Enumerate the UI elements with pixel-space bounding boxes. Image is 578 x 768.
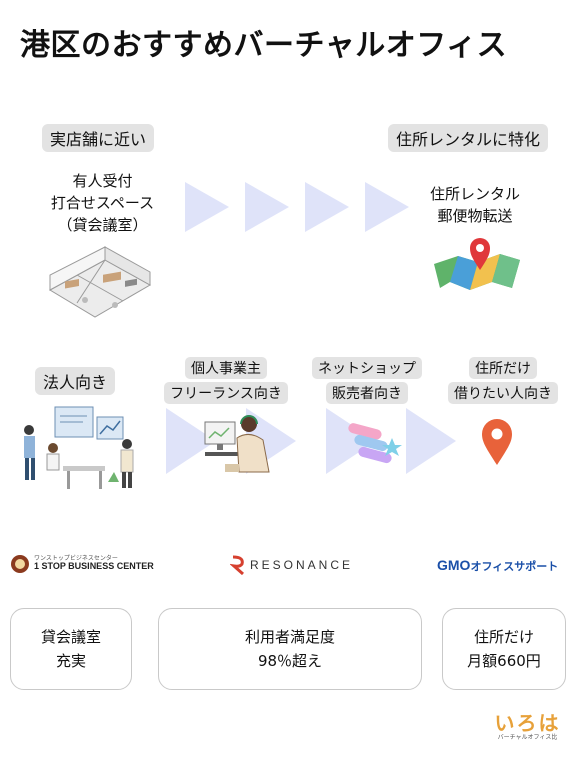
- one-stop-emblem-icon: [11, 555, 29, 573]
- brand-sub: バーチャルオフィス比: [497, 734, 558, 741]
- brand-main: いろは: [494, 711, 561, 735]
- tag-line: 住所だけ: [469, 357, 537, 379]
- features-right: 住所レンタル 郵便物転送: [420, 183, 530, 227]
- card-address-price: 住所だけ 月額660円: [442, 608, 566, 690]
- arrow-icon: [245, 182, 289, 232]
- logo-gmo-office-support: GMOオフィスサポート: [437, 555, 572, 575]
- brand-logo: いろは バーチャルオフィス比: [490, 712, 565, 742]
- tag-address-only: 住所だけ 借りたい人向き: [444, 357, 562, 404]
- logo-gmo-sub: オフィスサポート: [470, 560, 559, 573]
- logo-one-stop-business-center: ワンストップビジネスセンター 1 STOP BUSINESS CENTER: [10, 552, 154, 576]
- logo-gmo-brand: GMO: [437, 557, 471, 573]
- tag-line: 個人事業主: [185, 357, 267, 379]
- tag-line: 借りたい人向き: [448, 382, 558, 404]
- hair-clip-icon: [348, 423, 402, 464]
- tag-online-shop: ネットショップ 販売者向き: [309, 357, 425, 404]
- logo-main-text: 1 STOP BUSINESS CENTER: [34, 561, 154, 571]
- arrow-icon: [305, 182, 349, 232]
- card-line: 利用者満足度: [244, 628, 335, 646]
- resonance-mark-icon: [230, 555, 244, 575]
- feature-line: 住所レンタル: [429, 185, 520, 203]
- arrow-icon: [406, 408, 456, 474]
- feature-line: （貸会議室）: [57, 216, 148, 234]
- tag-corporate: 法人向き: [35, 367, 116, 395]
- freelancer-icon: [204, 415, 270, 473]
- features-left: 有人受付 打合せスペース （貸会議室）: [40, 170, 165, 236]
- map-pin-icon: [434, 238, 520, 290]
- card-line: 月額660円: [467, 652, 541, 670]
- card-line: 貸会議室: [40, 628, 101, 646]
- tag-line: ネットショップ: [312, 357, 422, 379]
- office-floorplan-icon: [48, 246, 152, 318]
- card-line: 充実: [55, 652, 86, 670]
- feature-line: 郵便物転送: [437, 207, 513, 225]
- business-people-icon: [24, 406, 134, 489]
- tag-near-real-store: 実店舗に近い: [42, 124, 155, 152]
- page-title: 港区のおすすめバーチャルオフィス: [20, 28, 508, 63]
- tag-line: 販売者向き: [326, 382, 408, 404]
- tag-line: フリーランス向き: [164, 382, 288, 404]
- card-line: 98％超え: [257, 652, 323, 670]
- feature-line: 打合せスペース: [50, 194, 155, 212]
- tag-address-rental: 住所レンタルに特化: [388, 124, 549, 152]
- feature-line: 有人受付: [72, 172, 133, 190]
- card-line: 住所だけ: [473, 628, 534, 646]
- location-pin-icon: [482, 419, 512, 465]
- card-meeting-rooms: 貸会議室 充実: [10, 608, 132, 690]
- logo-resonance-text: RESONANCE: [250, 558, 354, 572]
- arrow-icon: [365, 182, 409, 232]
- tag-sole-proprietor: 個人事業主 フリーランス向き: [162, 357, 290, 404]
- card-satisfaction: 利用者満足度 98％超え: [158, 608, 422, 690]
- logo-resonance: RESONANCE: [230, 555, 355, 577]
- logo-small-text: ワンストップビジネスセンター: [34, 556, 118, 562]
- arrow-icon: [185, 182, 229, 232]
